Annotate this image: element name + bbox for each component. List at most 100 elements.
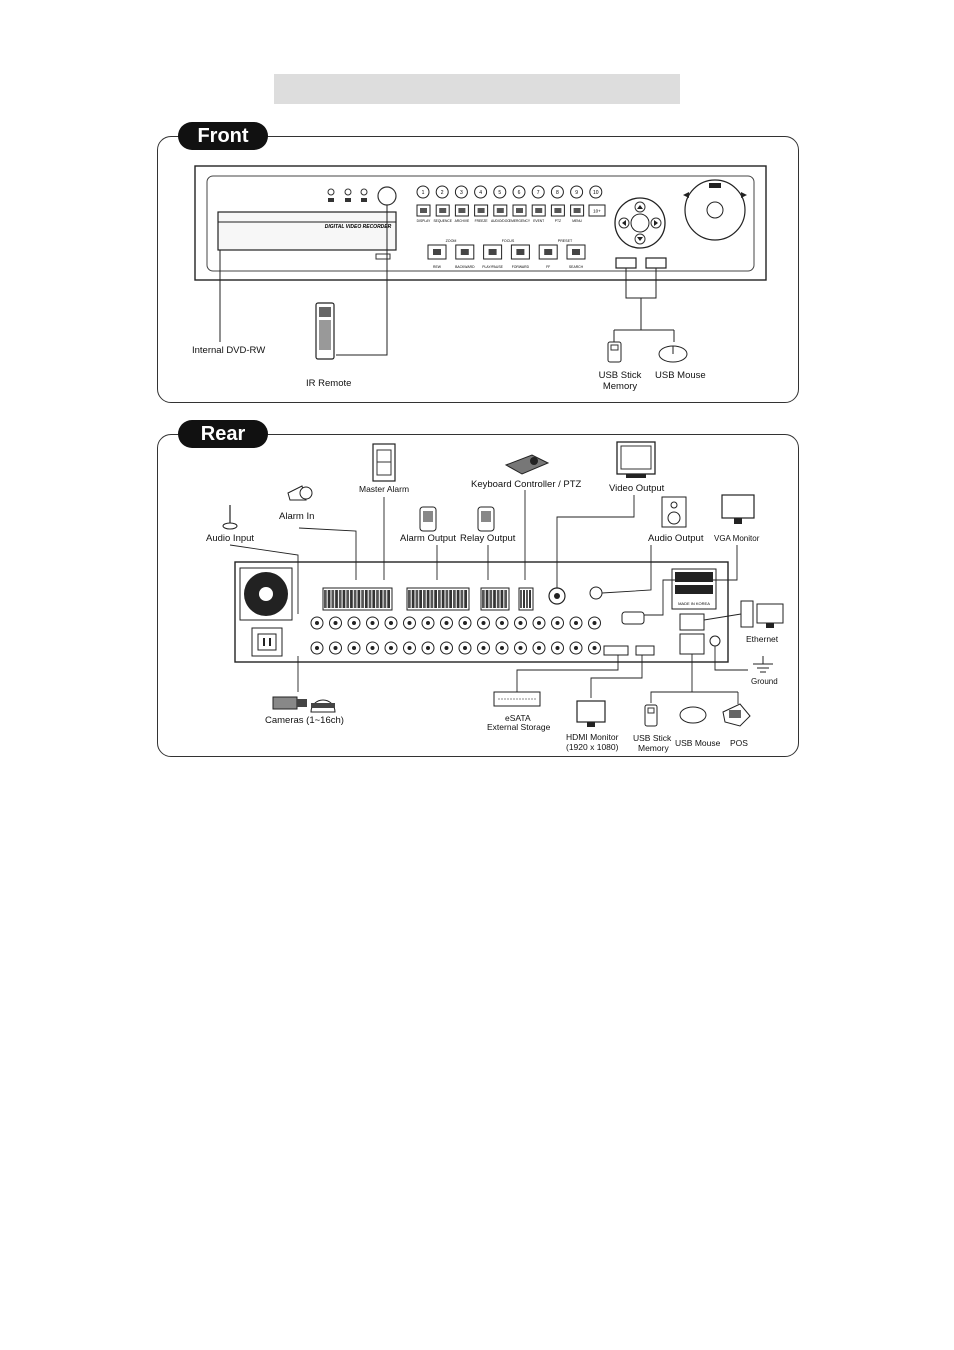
alarm-terminal-blocks [322,587,534,611]
rear-usb-memory-label: Memory [638,743,669,753]
terminal-pin [364,590,368,608]
fan-icon [239,567,293,621]
terminal-pin [379,590,383,608]
button-group-heading: FOCUS [502,239,515,243]
power-socket-icon [251,627,283,657]
keyboard-controller-icon [504,454,550,475]
rear-usb-ports [679,633,705,655]
terminal-pin [423,590,426,608]
rear-usb-stick-label: USB Stick [633,733,672,743]
function-button-label: DISPLAY [417,219,431,223]
video-output-label: Video Output [609,483,665,494]
rear-diagram: MADE IN KOREA [222,441,784,727]
jog-shuttle-dial-icon [683,179,747,241]
alarm-siren-icon [287,485,313,501]
terminal-pin [526,590,528,608]
rear-usb-mouse-label: USB Mouse [675,738,721,748]
alarm-output-sensor-icon [419,506,437,532]
cameras-label: Cameras (1~16ch) [265,715,344,726]
connection-lines [229,490,748,704]
terminal-pin [361,590,364,608]
number-button-label: 9 [575,190,578,196]
esata-storage-icon [493,691,541,707]
terminal-pin [387,590,390,608]
terminal-pin [493,590,496,608]
microphone-icon [222,505,238,530]
direction-pad-icon [614,197,666,249]
hdmi-resolution-label: (1920 x 1080) [566,742,619,752]
usb-stick-icon [607,341,622,363]
playback-button-label: PLAY/PAUSE [482,265,503,269]
alarm-output-label: Alarm Output [400,533,456,544]
playback-button-label: FORWARD [512,265,530,269]
header-bar [274,74,680,104]
function-button-label: PTZ [555,219,561,223]
terminal-pin [430,590,434,608]
vga-monitor-icon [721,494,755,524]
function-button-label: MENU [572,219,582,223]
camera-icons [272,696,336,713]
camera-bnc-connectors [310,616,601,655]
hdmi-monitor-icon [576,700,606,727]
vga-monitor-label: VGA Monitor [714,534,760,543]
internal-dvd-label: Internal DVD-RW [192,345,266,356]
alarm-in-label: Alarm In [279,511,315,522]
dvd-tray [217,211,397,251]
terminal-pin [324,590,327,608]
ethernet-computer-icon [740,600,784,628]
audio-output-label: Audio Output [648,533,704,544]
svg-text:MADE IN KOREA: MADE IN KOREA [678,601,710,606]
terminal-pin [489,590,493,608]
terminal-pin [415,590,419,608]
number-button-10 [589,185,603,199]
rear-usb-stick-icon [644,704,658,727]
function-button-label: AUDIO/DOC [491,219,510,223]
terminal-pin [482,590,485,608]
audio-input-label: Audio Input [206,533,255,544]
usb-stick-label: USB Stick Memory [598,370,642,392]
video-monitor-icon [616,441,656,478]
number-button-9 [570,185,584,199]
terminal-pin [331,590,335,608]
number-button-8 [550,185,564,199]
rear-usb-mouse-icon [679,706,707,724]
ten-plus-button-label: 10+ [593,209,601,214]
esata-port [603,645,629,656]
number-button-label: 3 [460,190,463,196]
number-button-label: 7 [537,190,540,196]
ir-remote-icon [315,302,335,360]
number-button-2 [435,185,449,199]
ground-label: Ground [751,677,778,686]
terminal-pin [500,590,504,608]
terminal-pin [350,590,353,608]
relay-output-sensor-icon [477,506,495,532]
terminal-pin [368,590,372,608]
keyboard-controller-label: Keyboard Controller / PTZ [471,479,582,490]
number-button-7 [531,185,545,199]
function-button-label: FREEZE [475,219,489,223]
terminal-pin [523,590,525,608]
terminal-pin [504,590,507,608]
master-alarm-switch-icon [372,443,396,482]
playback-button-label: REW [433,265,442,269]
terminal-pin [456,590,460,608]
pos-label: POS [730,738,748,748]
terminal-pin [464,590,467,608]
terminal-pin [327,590,331,608]
number-button-6 [512,185,526,199]
ethernet-port [679,613,705,631]
terminal-pin [357,590,361,608]
terminal-pin [383,590,387,608]
terminal-pin [353,590,357,608]
svg-text:DIGITAL VIDEO RECORDER: DIGITAL VIDEO RECORDER [325,224,392,230]
terminal-pin [376,590,379,608]
terminal-pin [441,590,445,608]
ground-terminal [709,635,721,647]
terminal-pin [408,590,411,608]
playback-button-label: SEARCH [569,265,584,269]
number-button-label: 6 [518,190,521,196]
function-button-label: ARCHIVE [455,219,470,223]
